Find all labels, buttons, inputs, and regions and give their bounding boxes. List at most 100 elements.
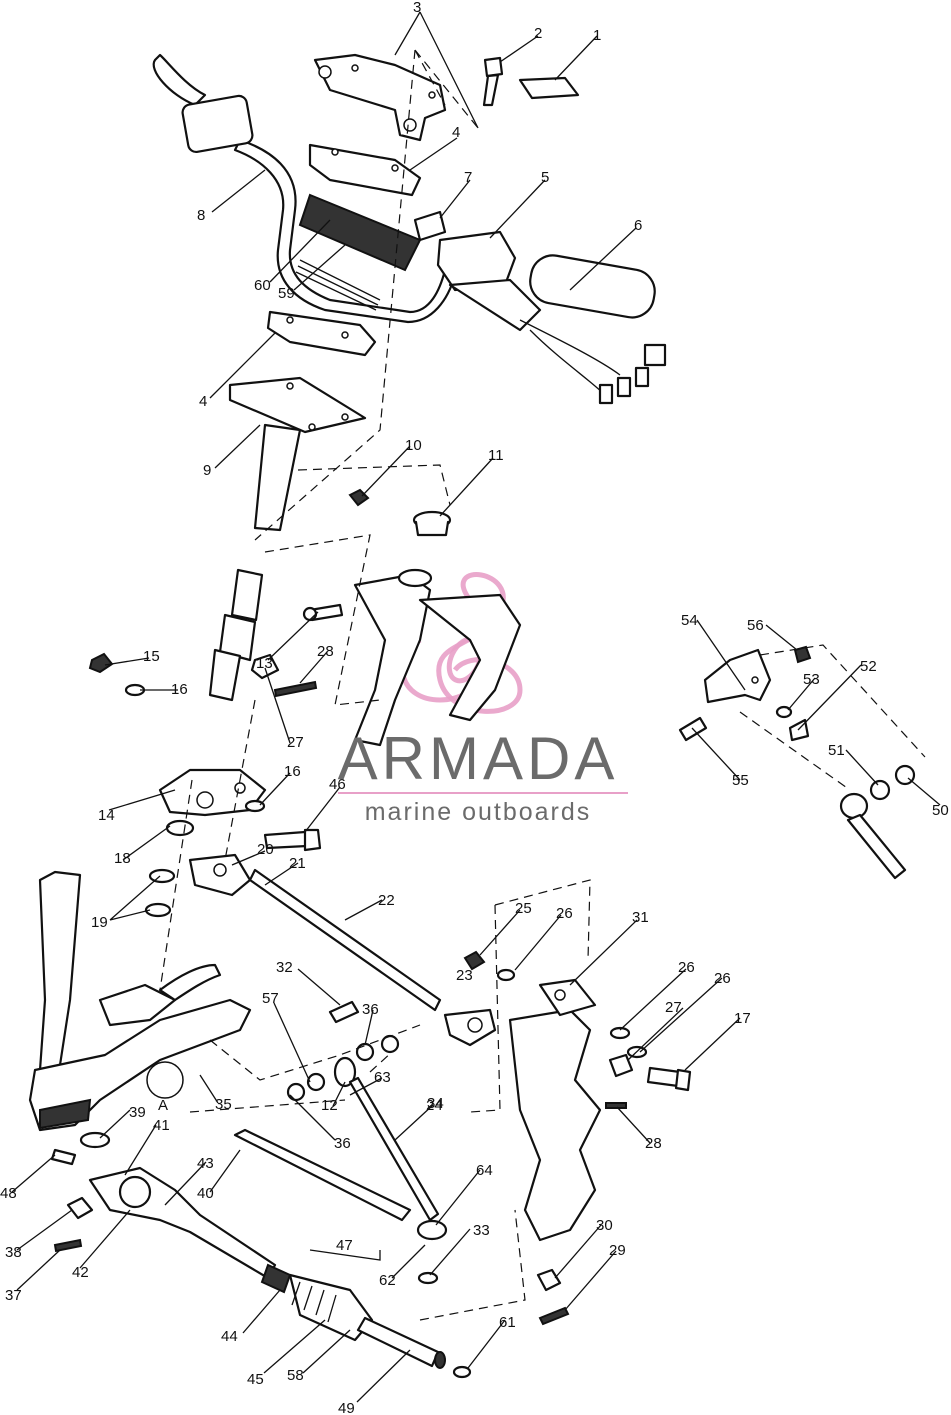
nut-15 xyxy=(88,652,114,674)
bolt xyxy=(302,603,344,622)
callout-21: 21 xyxy=(289,855,306,872)
callout-39: 39 xyxy=(129,1104,146,1121)
nut-30 xyxy=(536,1268,562,1292)
callout-63: 63 xyxy=(374,1069,391,1086)
callout-35: 35 xyxy=(215,1096,232,1113)
washer-33 xyxy=(417,1271,439,1285)
upper-handlebar-clamp xyxy=(313,53,447,142)
callout-a: A xyxy=(158,1097,168,1114)
callout-45: 45 xyxy=(247,1371,264,1388)
cotter-pin-upper xyxy=(273,680,318,698)
nut-23 xyxy=(463,950,486,971)
washer-61 xyxy=(452,1365,472,1379)
frame-section xyxy=(353,568,522,747)
callout-42: 42 xyxy=(72,1264,89,1281)
decal xyxy=(518,76,580,100)
washer-18 xyxy=(165,819,195,837)
bushing-36a xyxy=(355,1042,375,1062)
callout-10: 10 xyxy=(405,437,422,454)
callout-26c: 26 xyxy=(714,970,731,987)
callout-57: 57 xyxy=(262,990,279,1007)
bolt-32 xyxy=(328,1000,360,1024)
washer-16b xyxy=(244,799,266,813)
roll-pin-48 xyxy=(50,1148,77,1166)
callout-47: 47 xyxy=(336,1237,353,1254)
callout-15: 15 xyxy=(143,648,160,665)
clamp-bolt xyxy=(482,56,504,107)
callout-13: 13 xyxy=(256,655,273,672)
callout-37: 37 xyxy=(5,1287,22,1304)
callout-31: 31 xyxy=(632,909,649,926)
washer-26a xyxy=(496,968,516,982)
callout-17: 17 xyxy=(734,1010,751,1027)
callout-3: 3 xyxy=(413,0,421,16)
inset-bracket xyxy=(678,645,916,880)
throttle-control-assembly xyxy=(413,210,667,405)
drive-shaft-assembly xyxy=(88,1166,446,1369)
callout-59: 59 xyxy=(278,285,295,302)
callout-12: 12 xyxy=(321,1097,338,1114)
callout-27b: 27 xyxy=(665,999,682,1016)
assembly-lines xyxy=(11,11,941,1403)
bolt-46 xyxy=(263,828,322,852)
callout-54: 54 xyxy=(681,612,698,629)
washer-39 xyxy=(79,1131,111,1149)
watermark-divider xyxy=(338,792,628,794)
callout-53: 53 xyxy=(803,671,820,688)
callout-44: 44 xyxy=(221,1328,238,1345)
callout-55: 55 xyxy=(732,772,749,789)
callout-60: 60 xyxy=(254,277,271,294)
castle-nut-27 xyxy=(250,653,280,680)
callout-7: 7 xyxy=(464,169,472,186)
bushing-57 xyxy=(306,1072,326,1092)
callout-5: 5 xyxy=(541,169,549,186)
callout-6: 6 xyxy=(634,217,642,234)
callout-50: 50 xyxy=(932,802,949,819)
washer-19a xyxy=(148,868,176,884)
spindle xyxy=(508,978,602,1242)
callout-51: 51 xyxy=(828,742,845,759)
washer-26b xyxy=(609,1026,631,1040)
callout-2: 2 xyxy=(534,25,542,42)
callout-43: 43 xyxy=(197,1155,214,1172)
callout-41: 41 xyxy=(153,1117,170,1134)
link-rod-34 xyxy=(333,1056,448,1241)
callout-27a: 27 xyxy=(287,734,304,751)
nut-38 xyxy=(66,1196,94,1220)
callout-48: 48 xyxy=(0,1185,17,1202)
callout-36b: 36 xyxy=(334,1135,351,1152)
callout-32: 32 xyxy=(276,959,293,976)
callout-62: 62 xyxy=(379,1272,396,1289)
callout-29: 29 xyxy=(609,1242,626,1259)
clamp-block-lower xyxy=(266,310,377,357)
steering-post xyxy=(228,376,367,532)
callout-28b: 28 xyxy=(645,1135,662,1152)
callout-26a: 26 xyxy=(556,905,573,922)
clamp-block-upper xyxy=(308,143,422,197)
callout-8: 8 xyxy=(197,207,205,224)
castle-nut-27b xyxy=(608,1053,634,1078)
callout-22: 22 xyxy=(378,892,395,909)
bushing xyxy=(412,510,452,537)
bushing-36c xyxy=(286,1082,306,1102)
callout-34: 34 xyxy=(427,1095,444,1112)
callout-52: 52 xyxy=(860,658,877,675)
lower-a-arm xyxy=(28,870,252,1132)
stabilizer-bar-40 xyxy=(233,1128,412,1222)
callout-58: 58 xyxy=(287,1367,304,1384)
callout-23: 23 xyxy=(456,967,473,984)
callout-16a: 16 xyxy=(171,681,188,698)
callout-38: 38 xyxy=(5,1244,22,1261)
callout-19: 19 xyxy=(91,914,108,931)
callout-4-lower: 4 xyxy=(199,393,207,410)
callout-16b: 16 xyxy=(284,763,301,780)
callout-64: 64 xyxy=(476,1162,493,1179)
callout-40: 40 xyxy=(197,1185,214,1202)
callout-18: 18 xyxy=(114,850,131,867)
callout-61: 61 xyxy=(499,1314,516,1331)
callout-49: 49 xyxy=(338,1400,355,1415)
callout-36a: 36 xyxy=(362,1001,379,1018)
